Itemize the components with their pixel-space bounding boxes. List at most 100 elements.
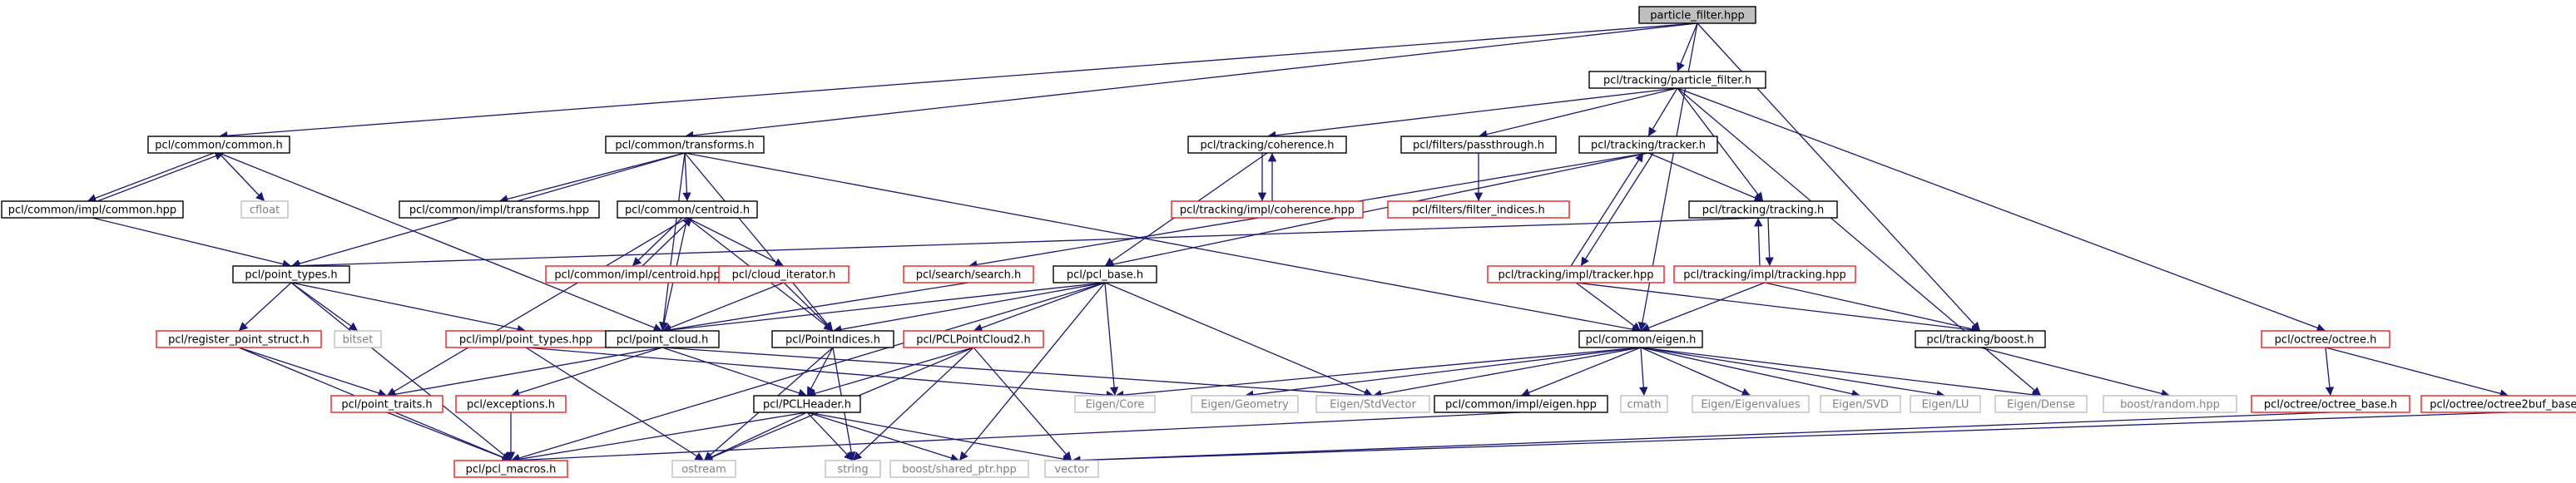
node-octree-base[interactable]: pcl/octree/octree_base.h [2251, 395, 2410, 413]
edge-root-to-tracking_pf [1677, 22, 1698, 72]
node-label: Eigen/Eigenvalues [1701, 399, 1801, 412]
edge-transforms_h-to-point_indices [684, 152, 834, 332]
edge-impl_tracking-to-common_eigen [1640, 282, 1766, 333]
node-octree2buf[interactable]: pcl/octree/octree2buf_base.h [2420, 395, 2576, 413]
node-eigen-eigenvalues: Eigen/Eigenvalues [1692, 395, 1810, 413]
edge-line [973, 282, 1106, 333]
node-impl-tracking[interactable]: pcl/tracking/impl/tracking.hpp [1673, 265, 1856, 283]
node-box [1315, 395, 1430, 413]
node-exceptions[interactable]: pcl/exceptions.h [455, 395, 567, 413]
edge-line [783, 282, 834, 332]
node-coherence-h[interactable]: pcl/tracking/coherence.h [1187, 136, 1347, 154]
node-label: pcl/exceptions.h [467, 399, 555, 412]
edge-line [959, 282, 1106, 461]
node-string: string [825, 460, 881, 478]
node-impl-transforms[interactable]: pcl/common/impl/transforms.hpp [399, 200, 600, 219]
node-box [605, 136, 765, 154]
edge-pclpc2-to-pclheader [806, 347, 974, 398]
node-impl-coherence[interactable]: pcl/tracking/impl/coherence.hpp [1171, 200, 1364, 219]
edge-pcl_base-to-boost_shared_ptr [959, 282, 1106, 461]
node-label: pcl/common/impl/eigen.hpp [1445, 399, 1597, 412]
node-search-h[interactable]: pcl/search/search.h [903, 265, 1034, 283]
node-box [1053, 265, 1157, 283]
edge-line [238, 282, 292, 332]
node-cfloat: cfloat [240, 200, 289, 219]
edge-line [1647, 152, 1764, 202]
nodes-layer: particle_filter.hpp pcl/tracking/particle… [1, 6, 2576, 478]
node-eigen-core: Eigen/Core [1074, 395, 1156, 413]
node-box [671, 460, 736, 478]
node-pclheader[interactable]: pcl/PCLHeader.h [753, 395, 861, 413]
node-label: pcl/tracking/boost.h [1926, 334, 2034, 347]
node-pclpc2[interactable]: pcl/PCLPointCloud2.h [903, 330, 1044, 348]
node-centroid-h[interactable]: pcl/common/centroid.h [617, 200, 758, 219]
edge-tracking_pf-to-octree_h [1677, 87, 2326, 333]
edge-line [1697, 22, 1981, 332]
node-box [232, 265, 350, 283]
node-box [1915, 330, 2046, 348]
edge-line [703, 412, 808, 461]
edge-cloud_iterator-to-point_indices [783, 282, 834, 332]
node-pcl-base[interactable]: pcl/pcl_base.h [1053, 265, 1157, 283]
edge-impl_tracking-to-tracking_h [1754, 217, 1763, 267]
node-box [455, 395, 567, 413]
node-box [903, 265, 1034, 283]
node-point-cloud[interactable]: pcl/point_cloud.h [605, 330, 720, 348]
edge-point_types-to-register_ps [238, 282, 292, 332]
node-tracking-h[interactable]: pcl/tracking/tracking.h [1688, 200, 1838, 219]
edge-line [87, 152, 215, 203]
node-label: pcl/common/impl/centroid.hpp [554, 269, 720, 282]
node-tracking-boost[interactable]: pcl/tracking/boost.h [1915, 330, 2046, 348]
node-point-types[interactable]: pcl/point_types.h [232, 265, 350, 283]
edge-line [806, 412, 854, 461]
node-label: pcl/point_cloud.h [617, 334, 709, 347]
node-label: Eigen/Core [1086, 399, 1145, 412]
node-root: particle_filter.hpp [1638, 6, 1756, 24]
node-filter-indices[interactable]: pcl/filters/filter_indices.h [1387, 200, 1570, 219]
edge-line [1575, 282, 1981, 334]
edge-point_cloud-to-point_traits [386, 347, 663, 399]
node-octree-h[interactable]: pcl/octree/octree.h [2261, 330, 2390, 348]
node-box [617, 200, 758, 219]
node-point-traits[interactable]: pcl/point_traits.h [330, 395, 443, 413]
node-tracker-h[interactable]: pcl/tracking/tracker.h [1578, 136, 1718, 154]
node-impl-eigen[interactable]: pcl/common/impl/eigen.hpp [1434, 395, 1608, 413]
node-label: Eigen/Geometry [1201, 399, 1289, 412]
node-impl-centroid[interactable]: pcl/common/impl/centroid.hpp [545, 265, 730, 283]
node-passthrough-h[interactable]: pcl/filters/passthrough.h [1400, 136, 1557, 154]
edge-line [1071, 412, 2509, 465]
node-label: pcl/tracking/coherence.h [1200, 140, 1334, 152]
node-tracking-pf[interactable]: pcl/tracking/particle_filter.h [1588, 71, 1766, 89]
node-label: pcl/common/transforms.h [615, 140, 754, 152]
edge-line [510, 347, 663, 397]
node-point-indices[interactable]: pcl/PointIndices.h [771, 330, 894, 348]
edge-line [1640, 282, 1766, 333]
edge-line [97, 151, 225, 202]
edge-tracker_h-to-tracking_h [1647, 152, 1764, 202]
node-label: Eigen/LU [1922, 399, 1969, 412]
edge-common_eigen-to-impl_eigen [1520, 347, 1642, 397]
node-common-h[interactable]: pcl/common/common.h [147, 136, 290, 154]
node-pcl-macros[interactable]: pcl/pcl_macros.h [453, 460, 568, 478]
node-label: pcl/point_traits.h [341, 399, 432, 412]
edge-search_h-to-point_cloud [661, 282, 969, 334]
edge-pclheader-to-pcl_macros [510, 412, 808, 464]
edge-line [806, 412, 960, 462]
node-transforms-h[interactable]: pcl/common/transforms.h [605, 136, 765, 154]
node-box [889, 460, 1029, 478]
edge-tracking_pf-to-coherence_h [1266, 87, 1678, 140]
edge-line [510, 282, 1106, 462]
node-impl-common[interactable]: pcl/common/impl/common.hpp [1, 200, 184, 219]
node-cloud-iterator[interactable]: pcl/cloud_iterator.h [718, 265, 850, 283]
edge-line [1677, 87, 2326, 333]
edge-impl_common-to-point_types [92, 217, 292, 269]
node-register-ps[interactable]: pcl/register_point_struct.h [156, 330, 322, 348]
edge-line [386, 347, 663, 399]
edge-line [1570, 152, 1644, 267]
node-common-eigen[interactable]: pcl/common/eigen.h [1578, 330, 1703, 348]
edge-line [684, 152, 834, 332]
node-impl-point-types[interactable]: pcl/impl/point_types.hpp [445, 330, 607, 348]
node-impl-tracker[interactable]: pcl/tracking/impl/tracker.hpp [1487, 265, 1665, 283]
edge-line [684, 152, 1642, 334]
edge-pclpc2-to-string [852, 347, 974, 461]
